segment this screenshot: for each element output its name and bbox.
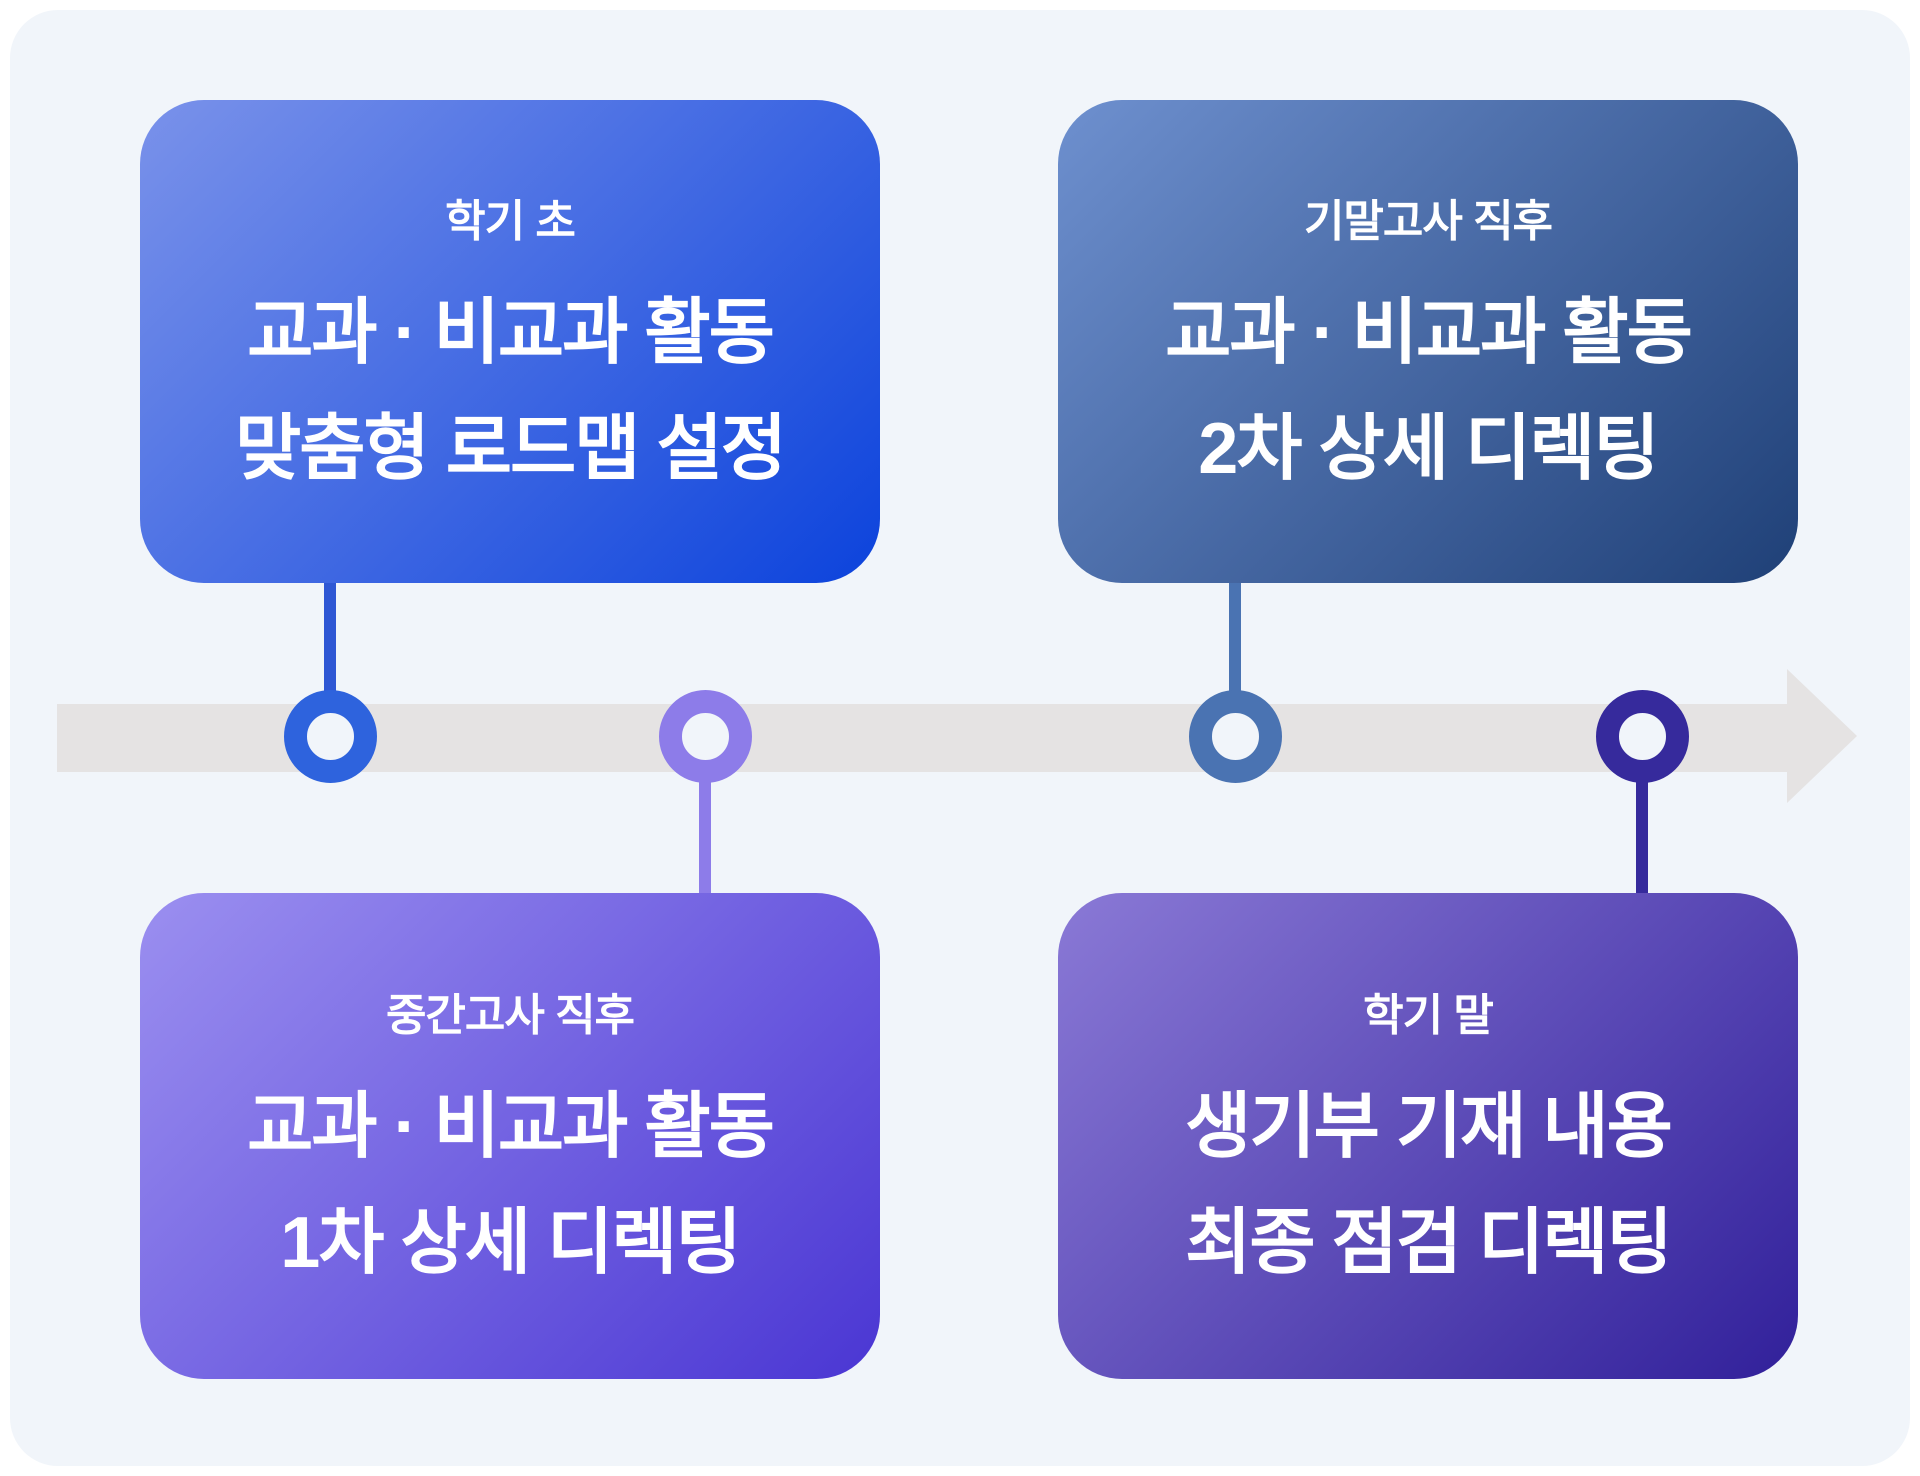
connector-card4	[1636, 760, 1648, 896]
card-period-label: 중간고사 직후	[385, 991, 635, 1040]
arrow-right-icon	[1787, 669, 1857, 803]
card-after-final-exam: 기말고사 직후 교과 · 비교과 활동 2차 상세 디렉팅	[1058, 100, 1798, 583]
timeline-node-3	[1189, 690, 1282, 783]
card-period-label: 학기 말	[1363, 991, 1494, 1040]
connector-card3	[699, 760, 711, 896]
card-semester-end: 학기 말 생기부 기재 내용 최종 점검 디렉팅	[1058, 893, 1798, 1379]
connector-card1	[324, 575, 336, 715]
card-title-line: 생기부 기재 내용	[1185, 1087, 1673, 1167]
timeline-node-2	[659, 690, 752, 783]
card-period-label: 기말고사 직후	[1303, 196, 1553, 246]
timeline-node-4	[1596, 690, 1689, 783]
connector-card2	[1229, 575, 1241, 715]
card-title-line: 교과 · 비교과 활동	[247, 292, 775, 373]
card-after-midterm-exam: 중간고사 직후 교과 · 비교과 활동 1차 상세 디렉팅	[140, 893, 880, 1379]
card-title-line: 2차 상세 디렉팅	[1198, 408, 1659, 489]
card-semester-start: 학기 초 교과 · 비교과 활동 맞춤형 로드맵 설정	[140, 100, 880, 583]
card-title-line: 교과 · 비교과 활동	[1165, 292, 1693, 373]
card-title-line: 최종 점검 디렉팅	[1185, 1203, 1673, 1283]
card-title-line: 1차 상세 디렉팅	[280, 1203, 741, 1283]
card-title-line: 맞춤형 로드맵 설정	[235, 408, 787, 489]
card-title-line: 교과 · 비교과 활동	[247, 1087, 775, 1167]
timeline-node-1	[284, 690, 377, 783]
card-period-label: 학기 초	[445, 196, 576, 246]
